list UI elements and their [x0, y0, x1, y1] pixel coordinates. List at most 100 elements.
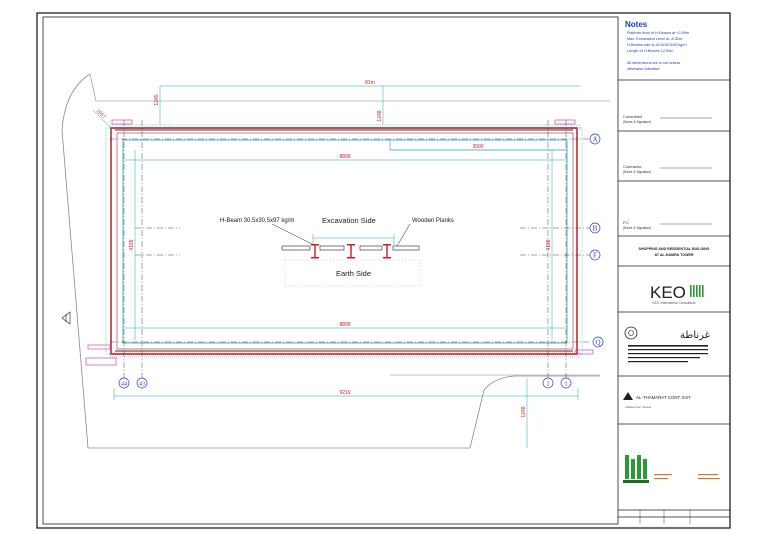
tb-contractor: Contractor [623, 164, 642, 169]
green-logo-text [654, 474, 672, 476]
grid-label-1: 1 [565, 382, 568, 388]
dim-9219: 9219 [339, 390, 350, 396]
wooden-planks-row [281, 245, 420, 251]
earth-side-label: Earth Side [336, 269, 371, 278]
tb-consultant: Consultant [623, 114, 643, 119]
marker-bottomright [574, 349, 594, 355]
grid-bubble-1 [560, 377, 572, 389]
excavation-side-label: Excavation Side [322, 216, 376, 225]
marker-bottomleft [87, 344, 111, 350]
site-boundary [61, 73, 600, 449]
tb-pc-sig: (Name & Signature) [623, 226, 651, 230]
hbeam-section-web [314, 244, 316, 258]
dim-3500: 3500 [472, 144, 483, 150]
excavation-inner-red [116, 132, 574, 350]
outer-border [36, 12, 731, 529]
dim-line-1057 [92, 109, 112, 129]
green-logo-bar [631, 459, 635, 479]
notes-line-1: Platform level of H-Beams at +2.00m [627, 31, 689, 35]
grid-bubble-44 [118, 377, 130, 389]
marker-topleft [111, 119, 133, 125]
hbeam-section-flange [383, 257, 391, 259]
keo-logo-mark [690, 285, 704, 297]
notes-line-4: Length of H-Beams 12.00m [627, 49, 673, 53]
gharnata-text-line [628, 357, 700, 359]
leader-planks [396, 223, 411, 247]
notes-title: Notes [625, 20, 648, 29]
dim-8899-bottom: 8899 [339, 322, 350, 328]
dim-1245: 1245 [154, 94, 160, 105]
wooden-plank [392, 245, 420, 251]
gharnata-text-line [628, 353, 708, 355]
dim-1248-bottom: 1248 [521, 406, 527, 417]
grid-label-43: 43 [139, 382, 145, 388]
gharnata-text-line [628, 349, 708, 351]
grid-bubble-q [592, 336, 604, 348]
gharnata-text-line [628, 345, 708, 347]
hbeam-section-web [386, 244, 388, 258]
dim-4199-right: 4199 [546, 239, 552, 250]
hbeam-section-web [350, 244, 352, 258]
grid-label-b: B [593, 225, 598, 233]
green-logo-base [623, 480, 649, 483]
warning-triangle-icon [623, 392, 633, 400]
keo-stripe [696, 285, 698, 297]
keo-stripe [702, 285, 704, 297]
keo-logo: KEO [650, 283, 686, 302]
green-logo [623, 455, 649, 483]
project-title-1: SHOPPING AND RESIDENTIAL BUILDING [639, 247, 710, 251]
inner-border [42, 16, 619, 525]
hbeam-strip-left [105, 127, 112, 355]
grid-label-a: A [592, 136, 597, 144]
notes-line-6: All dimensions are in cm unless [627, 61, 680, 65]
excavation-outer-red [110, 127, 578, 355]
green-logo-bar [625, 455, 629, 479]
wooden-plank [319, 245, 345, 251]
dim-1248: 1248 [377, 110, 383, 121]
marker-bottomleft-2 [85, 357, 117, 366]
building-outline [122, 139, 568, 344]
contractor-sub: Address line / Kuwait [625, 405, 651, 409]
dim-1057: 1057 [95, 108, 107, 120]
dim-4199-left: 4199 [129, 239, 135, 250]
gharnata-text-line [628, 361, 688, 363]
keo-stripe [690, 285, 692, 297]
keo-stripe [693, 285, 695, 297]
wooden-planks-label: Wooden Planks [412, 218, 454, 224]
hbeam-section-flange [347, 257, 355, 259]
green-logo-bar [643, 459, 647, 479]
keo-subtitle: KEO International Consultants [653, 301, 696, 305]
tb-pc: P.C [623, 220, 629, 225]
hbeam-strip-bottom-dark [115, 350, 573, 352]
hbeam-label: H-Beam 30.5x30.5x97 kg/m [220, 218, 294, 224]
tb-contractor-sig: (Name & Signature) [623, 170, 651, 174]
grid-bubble-f [589, 249, 601, 261]
dim-top-long: 81m [365, 80, 375, 86]
hbeam-section-flange [311, 257, 319, 259]
tb-consultant-sig: (Name & Signature) [623, 120, 651, 124]
leader-hbeam [271, 223, 315, 246]
grid-bubble-a [589, 133, 601, 145]
dim-8899-top: 8899 [339, 154, 350, 160]
north-arrow-icon [61, 311, 71, 325]
gharnata-emblem-inner [628, 330, 634, 336]
hbeam-strip-top-dark [115, 129, 573, 131]
project-title-2: AT AL-HAMRA TOWER [655, 253, 694, 257]
wooden-plank [281, 245, 311, 251]
notes-line-2: Max. Excavation Level at -8.30m [627, 37, 682, 41]
gharnata-emblem-icon [624, 326, 638, 340]
grid-label-2: 2 [547, 382, 550, 388]
green-logo-text [654, 478, 668, 480]
earth-hatch [284, 259, 421, 287]
hbeam-strip-right [576, 127, 583, 355]
grid-bubble-2 [542, 377, 554, 389]
grid-bubble-43 [136, 377, 148, 389]
wooden-plank [359, 245, 383, 251]
green-logo-text [698, 478, 720, 480]
green-logo-bar [637, 455, 641, 479]
grid-label-f: F [593, 252, 597, 260]
grid-bubble-b [589, 222, 601, 234]
keo-stripe [699, 285, 701, 297]
green-logo-text [698, 474, 718, 476]
